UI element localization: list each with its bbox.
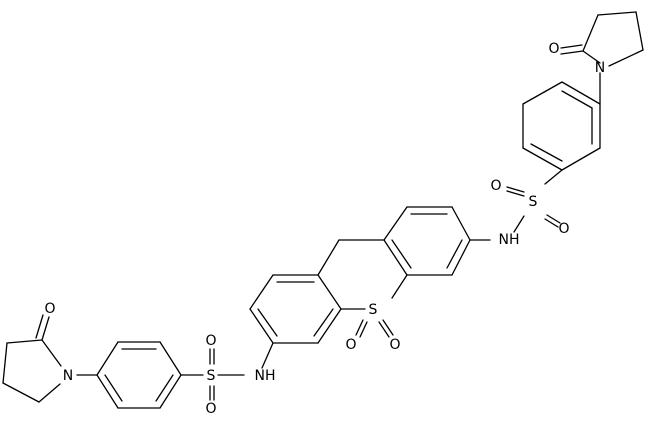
atom-n-pyrrolidinone-right: N bbox=[595, 60, 605, 76]
atom-labels: O N S O O NH S O O NH S O O N O bbox=[44, 41, 605, 417]
right-benzene-ring bbox=[522, 81, 601, 171]
core-central-ring bbox=[317, 239, 408, 310]
atom-o-sulfonyl-left-bottom: O bbox=[205, 401, 216, 417]
left-sulfonamide bbox=[180, 348, 245, 401]
atom-o-sulfonyl-right-top: O bbox=[490, 178, 501, 194]
atom-s-sulfonyl-right: S bbox=[529, 194, 538, 210]
atom-o-core-right: O bbox=[389, 337, 400, 353]
right-sulfonamide bbox=[506, 186, 561, 233]
aryl-s-bond-right bbox=[544, 169, 563, 185]
right-pyrrolidinone-ring bbox=[560, 11, 644, 67]
atom-s-core: S bbox=[369, 302, 378, 318]
atom-o-sulfonyl-right-bottom: O bbox=[558, 221, 569, 237]
atom-nh-right: NH bbox=[499, 232, 520, 248]
left-pyrrolidinone-ring bbox=[2, 314, 62, 403]
atom-o-core-left: O bbox=[345, 337, 356, 353]
atom-o-carbonyl-right: O bbox=[548, 41, 559, 57]
left-benzene-ring bbox=[96, 341, 182, 409]
atom-nh-left: NH bbox=[255, 368, 276, 384]
atom-o-carbonyl-left: O bbox=[44, 301, 55, 317]
aryl-nh-bond-left bbox=[261, 342, 274, 369]
core-right-ring bbox=[383, 206, 471, 276]
core-left-ring bbox=[249, 274, 342, 344]
core-sulfone bbox=[355, 319, 394, 338]
atom-s-sulfonyl-left: S bbox=[207, 368, 216, 384]
atom-n-pyrrolidinone-left: N bbox=[63, 368, 73, 384]
atom-o-sulfonyl-left-top: O bbox=[205, 333, 216, 349]
